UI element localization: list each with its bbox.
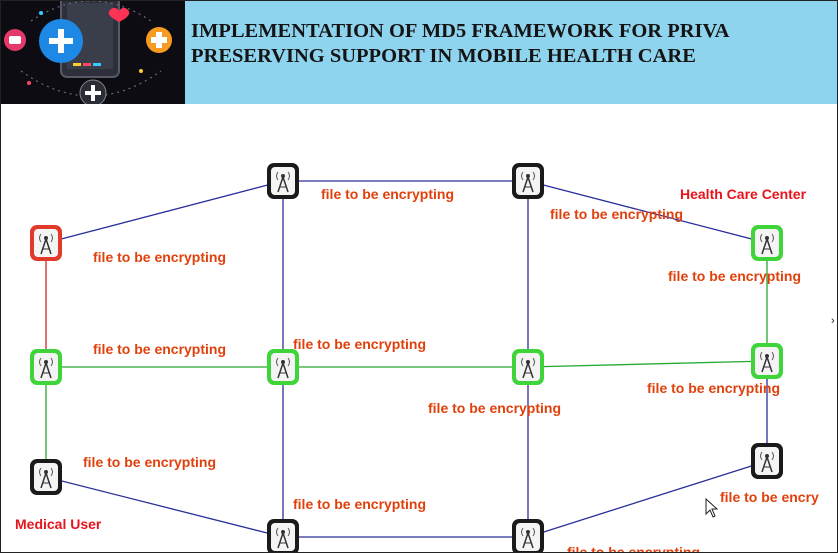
page-title: IMPLEMENTATION OF MD5 FRAMEWORK FOR PRIV… (191, 19, 730, 69)
mobile-health-logo (1, 1, 185, 104)
network-node-center-left[interactable] (266, 348, 300, 386)
mouse-pointer-icon (705, 497, 719, 523)
cell-tower-icon (30, 225, 62, 261)
link-label: file to be encrypting (647, 380, 781, 396)
mobile-health-icon (1, 1, 185, 104)
health-care-center-label: Health Care Center (680, 186, 807, 202)
link-label-truncated: file to be encry (720, 489, 819, 505)
link-label: file to be encrypting (668, 268, 802, 284)
network-node-medical-user[interactable] (29, 458, 63, 496)
link-left-red-top1 (45, 180, 284, 244)
network-node-bottom-1[interactable] (266, 518, 300, 552)
link-label: file to be encrypting (550, 206, 684, 222)
medical-user-label: Medical User (15, 516, 102, 532)
link-label: file to be encrypting (428, 400, 562, 416)
cell-tower-icon (267, 519, 299, 552)
cell-tower-icon (751, 225, 783, 261)
link-label: file to be encrypting (293, 496, 427, 512)
cell-tower-icon (267, 163, 299, 199)
network-node-top-2[interactable] (511, 162, 545, 200)
cell-tower-icon (30, 349, 62, 385)
cell-tower-icon (751, 443, 783, 479)
network-node-bottom-2[interactable] (511, 518, 545, 552)
edge-glyph: › (831, 315, 835, 327)
header-bar: IMPLEMENTATION OF MD5 FRAMEWORK FOR PRIV… (1, 1, 837, 104)
cell-tower-icon (512, 349, 544, 385)
network-node-top-1[interactable] (266, 162, 300, 200)
network-node-health-care-center[interactable] (750, 224, 784, 262)
network-node-center-right[interactable] (511, 348, 545, 386)
link-label: file to be encrypting (93, 249, 227, 265)
network-node-source-red[interactable] (29, 224, 63, 262)
title-line-2: PRESERVING SUPPORT IN MOBILE HEALTH CARE (191, 45, 696, 67)
link-label-clipped: file to be encrypting (567, 544, 701, 553)
cell-tower-icon (30, 459, 62, 495)
link-center-right-right-mid (527, 360, 768, 368)
link-label: file to be encrypting (83, 454, 217, 470)
link-top2-hcc (527, 180, 768, 244)
network-node-right-lower[interactable] (750, 442, 784, 480)
cell-tower-icon (267, 349, 299, 385)
link-medical-bottom1 (45, 476, 284, 538)
title-line-1: IMPLEMENTATION OF MD5 FRAMEWORK FOR PRIV… (191, 20, 730, 42)
cell-tower-icon (512, 163, 544, 199)
cell-tower-icon (512, 519, 544, 552)
link-bottom2-right-lower (527, 460, 768, 538)
link-label: file to be encrypting (321, 186, 455, 202)
network-node-right-mid[interactable] (750, 342, 784, 380)
link-label: file to be encrypting (293, 336, 427, 352)
link-label: file to be encrypting (93, 341, 227, 357)
network-node-left-mid[interactable] (29, 348, 63, 386)
cell-tower-icon (751, 343, 783, 379)
